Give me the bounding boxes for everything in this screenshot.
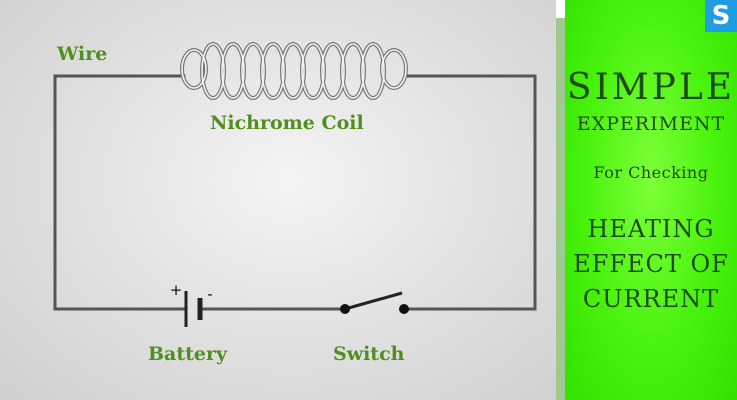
switch-label: Switch xyxy=(333,343,405,365)
title-line-simple: SIMPLE xyxy=(566,67,736,108)
battery-icon: + - xyxy=(170,281,213,327)
circuit-wires xyxy=(53,74,537,311)
battery-plus-sign: + xyxy=(170,281,183,299)
switch-terminal-right xyxy=(399,304,409,314)
battery-label: Battery xyxy=(148,343,228,365)
title-line-for-checking: For Checking xyxy=(593,163,709,182)
switch-lever xyxy=(344,291,403,311)
title-panel xyxy=(565,0,737,400)
title-line-effect-of: EFFECT OF xyxy=(573,250,729,278)
switch-icon xyxy=(340,291,409,314)
circuit-diagram-area xyxy=(0,0,556,400)
title-line-current: CURRENT xyxy=(582,285,720,313)
nichrome-coil-label: Nichrome Coil xyxy=(210,112,364,134)
divider-strip xyxy=(556,18,565,400)
wire-label: Wire xyxy=(57,43,108,65)
title-line-heating: HEATING xyxy=(587,215,715,243)
wire-right xyxy=(403,74,537,311)
battery-minus-sign: - xyxy=(207,285,212,303)
logo-badge[interactable]: S xyxy=(705,0,737,32)
coil-icon xyxy=(180,42,408,100)
wire-left xyxy=(53,74,186,311)
switch-terminal-left xyxy=(340,304,350,314)
title-line-experiment: EXPERIMENT xyxy=(576,113,726,135)
